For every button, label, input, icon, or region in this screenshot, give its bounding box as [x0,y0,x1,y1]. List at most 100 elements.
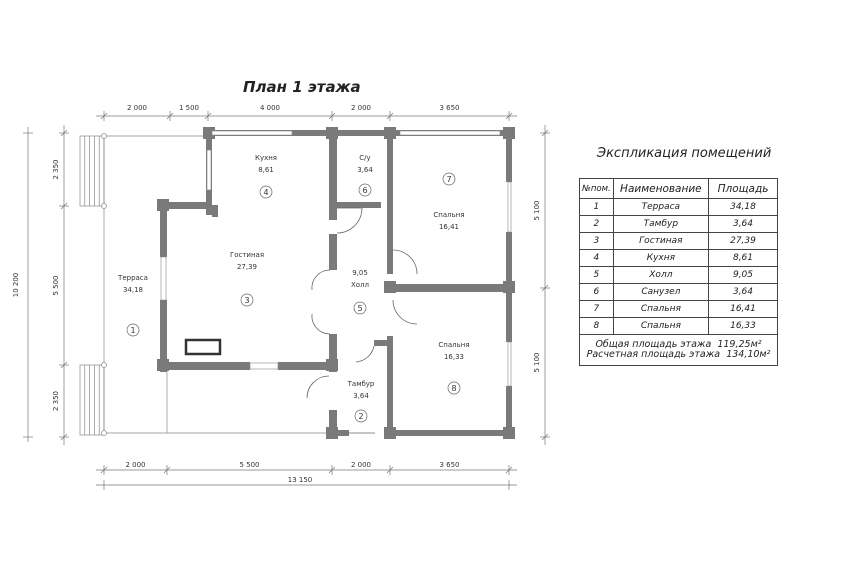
window [160,256,167,301]
row-number: 8 [579,317,614,335]
row-area: 3,64 [708,283,778,301]
dimension-tick [386,112,394,120]
total-area-value: 119,25м² [717,339,762,350]
dimension-tick [60,433,68,441]
dimension-tick [60,202,68,210]
room-name: Спальня [433,211,464,219]
explication-title: Экспликация помещений [597,146,772,161]
wall-segment [329,334,337,372]
room-area: 27,39 [237,263,257,271]
dimension-tick [541,129,549,137]
dimension-tick [163,466,171,474]
row-area: 16,41 [708,300,778,318]
wall-segment [329,430,349,436]
dimension-lines [23,111,550,490]
room-number: 6 [362,186,367,195]
row-name: Спальня [612,300,710,318]
room-area: 9,05 [352,269,368,277]
wall-segment [387,130,393,250]
window [206,149,212,191]
room-name: Кухня [255,154,277,162]
wall-segment [506,292,512,342]
wall-segment [506,232,512,284]
dimension-label: 5 100 [533,200,541,220]
row-number: 2 [579,215,614,233]
room-labels: Терраса34,181Тамбур3,642Гостиная27,393Ку… [117,154,470,423]
summary-cell: Общая площадь этажа 119,25м² Расчетная п… [579,334,778,366]
row-area: 9,05 [708,266,778,284]
door-swing [355,345,375,363]
wall-segment [160,300,167,372]
dimension-tick [505,466,513,474]
room-number: 7 [446,175,451,184]
dimension-tick [100,466,108,474]
post [101,362,107,368]
room-area: 3,64 [357,166,373,174]
row-number: 1 [579,198,614,216]
wall-corner [384,127,396,139]
room-label: Спальня 16,41 7 [433,172,465,231]
wall-segment [212,205,218,217]
dimension-label: 5 500 [239,461,259,469]
room-number: 1 [130,326,135,335]
window [249,362,279,370]
wall-segment [374,340,393,346]
window [399,130,501,136]
row-number: 3 [579,232,614,250]
dimension-label: 5 500 [52,275,60,295]
room-label: С/у3,646 [357,154,373,197]
row-number: 4 [579,249,614,267]
room-number-circle [358,183,372,197]
wall-corner [326,127,338,139]
window [211,130,293,136]
dimension-total: 13 150 [288,476,313,484]
dimension-tick [541,433,549,441]
wall-corner [326,427,338,439]
dimension-label: 2 000 [125,461,145,469]
row-number: 7 [579,300,614,318]
dimension-label: 3 650 [439,104,459,112]
wall-segment [387,336,393,436]
wall-corner [503,127,515,139]
wall-segment [387,246,393,274]
summary-row: Общая площадь этажа 119,25м² Расчетная п… [579,334,778,366]
room-name: Холл [351,281,369,289]
calc-area-value: 134,10м² [726,349,771,360]
wall-corner [384,427,396,439]
wall-segment [506,386,512,436]
room-area: 16,41 [439,223,459,231]
post [101,203,107,209]
dimension-label: 5 100 [533,352,541,372]
wall-corner [326,359,338,371]
row-area: 27,39 [708,232,778,250]
door-swing [336,207,363,234]
wall-segment [329,234,337,270]
dimension-label: 2 350 [52,391,60,411]
header-number: №пом. [579,178,614,199]
dimension-label: 3 650 [439,461,459,469]
dimension-label: 10 200 [12,273,20,298]
calc-area-line: Расчетная площадь этажа 134,10м² [582,350,775,360]
door-swing [392,249,418,275]
room-number-circle [447,381,461,395]
dimension-tick [100,112,108,120]
row-number: 5 [579,266,614,284]
row-area: 3,64 [708,215,778,233]
room-number: 5 [357,304,362,313]
plan-title: План 1 этажа [243,78,361,96]
window [507,181,512,233]
dimension-label: 2 000 [351,104,371,112]
post [101,430,107,436]
dimension-tick [60,361,68,369]
wall-corner [384,281,396,293]
row-area: 34,18 [708,198,778,216]
door-swing [311,313,331,335]
